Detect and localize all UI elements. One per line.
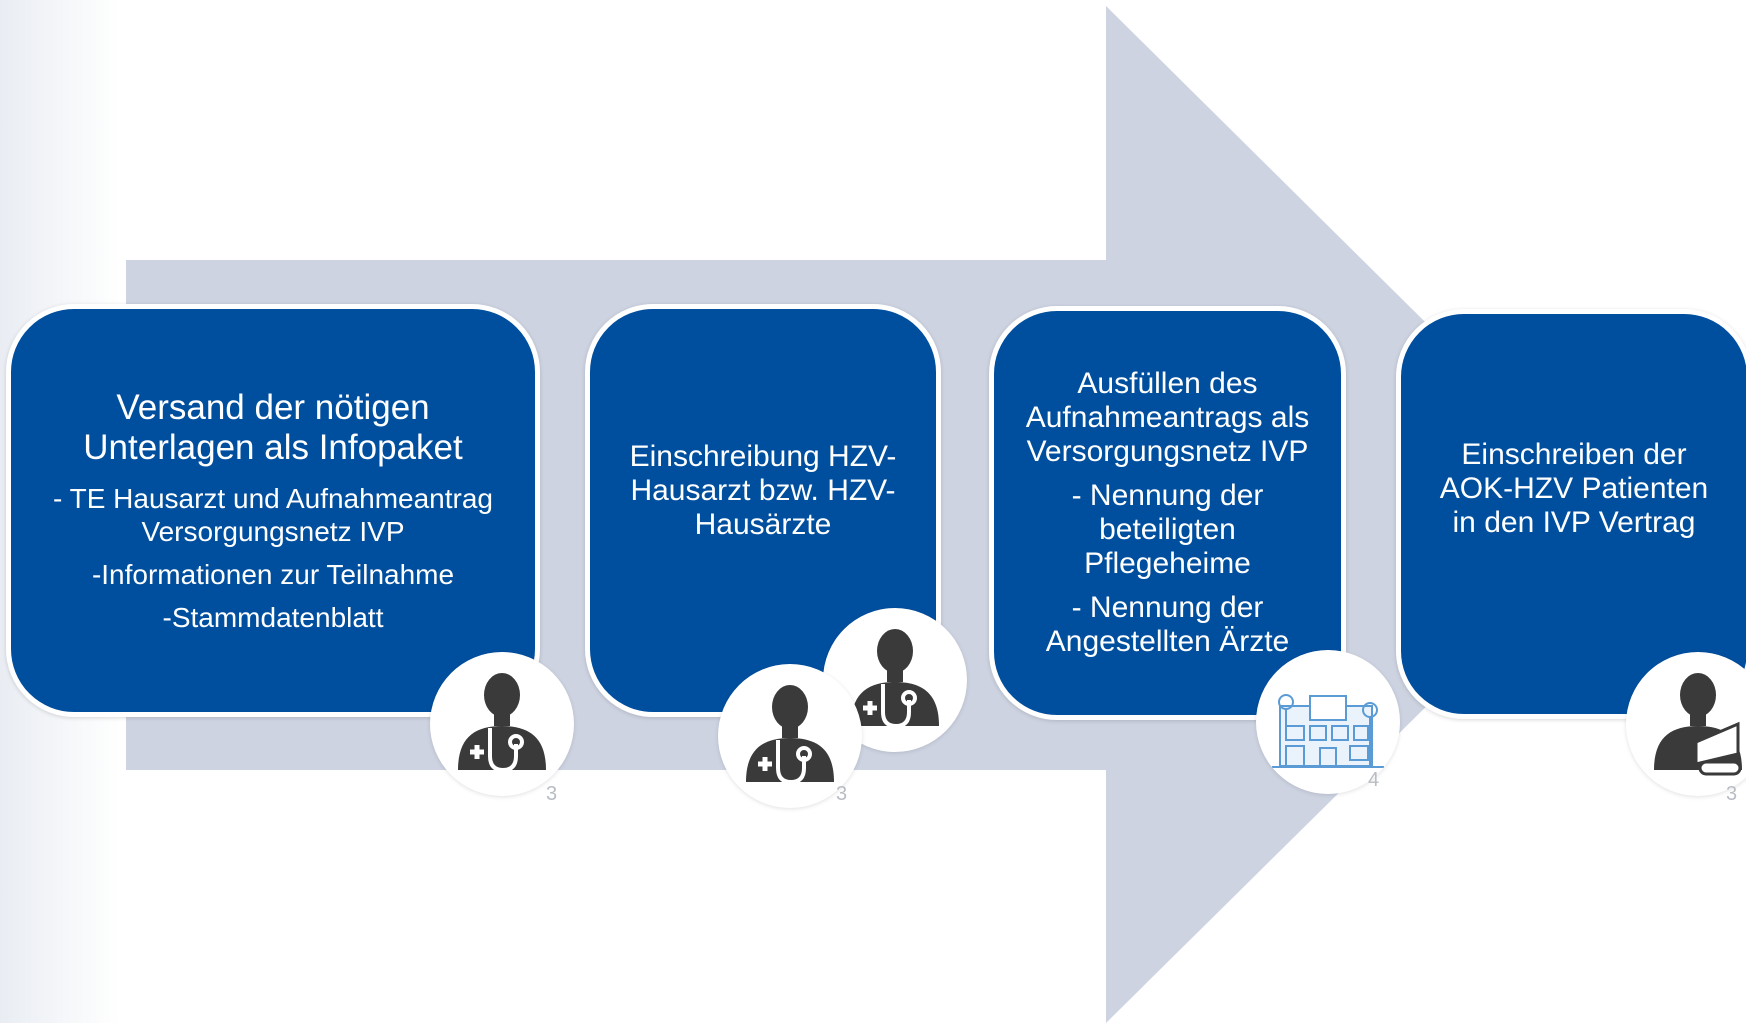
step-4-heading: Einschreiben der AOK-HZV Patienten in de… — [1439, 438, 1709, 539]
doctors-icon — [746, 685, 834, 785]
step-2-box: Einschreibung HZV- Hausarzt bzw. HZV- Ha… — [585, 304, 941, 717]
step-1-box: Versand der nötigen Unterlagen als Infop… — [6, 304, 540, 717]
step-3-icon-circle — [1256, 650, 1400, 794]
patient-icon — [1654, 673, 1742, 776]
step-2-heading: Einschreibung HZV- Hausarzt bzw. HZV- Ha… — [629, 439, 897, 541]
step-1-page-number: 3 — [546, 783, 558, 805]
doctor-icon — [458, 673, 546, 773]
step-3-box: Ausfüllen des Aufnahmeantrags als Versor… — [989, 306, 1346, 720]
step-1-heading: Versand der nötigen Unterlagen als Infop… — [83, 387, 463, 467]
step-3-page-number: 4 — [1368, 769, 1380, 791]
step-4-box: Einschreiben der AOK-HZV Patienten in de… — [1396, 309, 1746, 719]
step-1-item-1: - TE Hausarzt und Aufnahmeantrag Versorg… — [53, 482, 493, 547]
step-3-item-2: - Nennung der Angestellten Ärzte — [1045, 591, 1290, 658]
step-3-heading: Ausfüllen des Aufnahmeantrags als Versor… — [1025, 367, 1310, 468]
step-2-page-number: 3 — [836, 783, 848, 805]
step-4-icon-circle — [1626, 652, 1746, 796]
step-1-icon-circle — [430, 652, 574, 796]
step-1-item-3: -Stammdatenblatt — [162, 601, 384, 633]
step-3-item-1: - Nennung der beteiligten Pflegeheime — [1071, 479, 1264, 580]
step-4-page-number: 3 — [1726, 783, 1738, 805]
step-2-icon-circle-back — [718, 664, 862, 808]
step-1-item-2: -Informationen zur Teilnahme — [91, 558, 455, 590]
doctor-icon — [851, 629, 939, 729]
care-home-building-icon — [1272, 694, 1384, 768]
